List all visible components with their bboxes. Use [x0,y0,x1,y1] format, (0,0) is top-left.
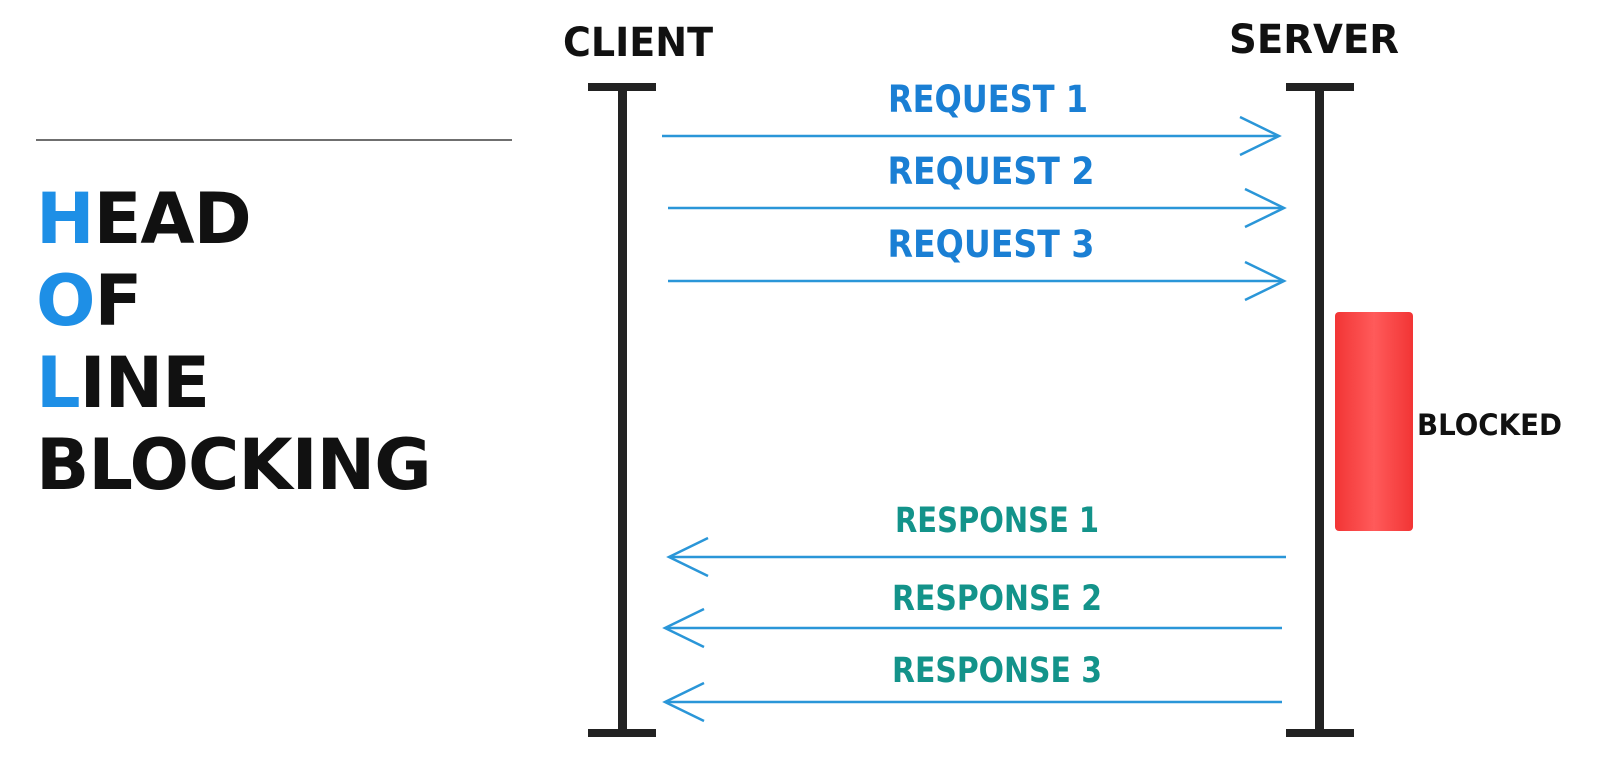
server-lifeline-stem [1315,87,1324,733]
blocked-label: BLOCKED [1417,408,1562,442]
client-lifeline [588,83,656,737]
response-arrowhead [662,607,705,649]
server-lifeline-bottom-cap [1286,729,1354,737]
title-rest: F [94,260,143,342]
client-lifeline-stem [618,87,627,733]
title-rest: BLOCKING [36,424,432,506]
response-label: RESPONSE 3 [892,651,1102,691]
title-line-of: OF [36,260,431,342]
title-line-blocking: BLOCKING [36,424,432,506]
request-arrowhead [1244,260,1287,302]
response-message-2: RESPONSE 2 [662,579,1282,649]
request-arrowhead [1244,187,1287,229]
response-arrowhead [662,681,705,723]
title-initial: H [36,178,95,260]
title-line-line: LINE [36,342,431,424]
response-message-3: RESPONSE 3 [662,651,1282,723]
request-message-1: REQUEST 1 [662,78,1282,157]
request-arrowhead [1239,115,1282,157]
response-arrowhead [666,536,709,578]
title-initial: O [36,260,96,342]
title-divider [36,139,512,141]
title-initial: L [36,342,81,424]
request-label: REQUEST 1 [888,78,1088,121]
client-lifeline-bottom-cap [588,729,656,737]
response-label: RESPONSE 1 [895,501,1099,541]
request-message-2: REQUEST 2 [668,150,1287,229]
blocked-segment: BLOCKED [1335,312,1562,531]
request-label: REQUEST 3 [888,223,1095,266]
response-label: RESPONSE 2 [892,579,1102,619]
client-label: CLIENT [563,20,714,66]
blocked-bar [1335,312,1413,531]
title-block: HEAD OF LINE BLOCKING [36,178,432,506]
title-rest: EAD [93,178,252,260]
server-lifeline [1286,83,1354,737]
title-rest: INE [79,342,210,424]
request-label: REQUEST 2 [888,150,1095,193]
title-line-head: HEAD [36,178,431,260]
server-label: SERVER [1229,17,1399,63]
response-message-1: RESPONSE 1 [666,501,1286,578]
request-message-3: REQUEST 3 [668,223,1287,302]
